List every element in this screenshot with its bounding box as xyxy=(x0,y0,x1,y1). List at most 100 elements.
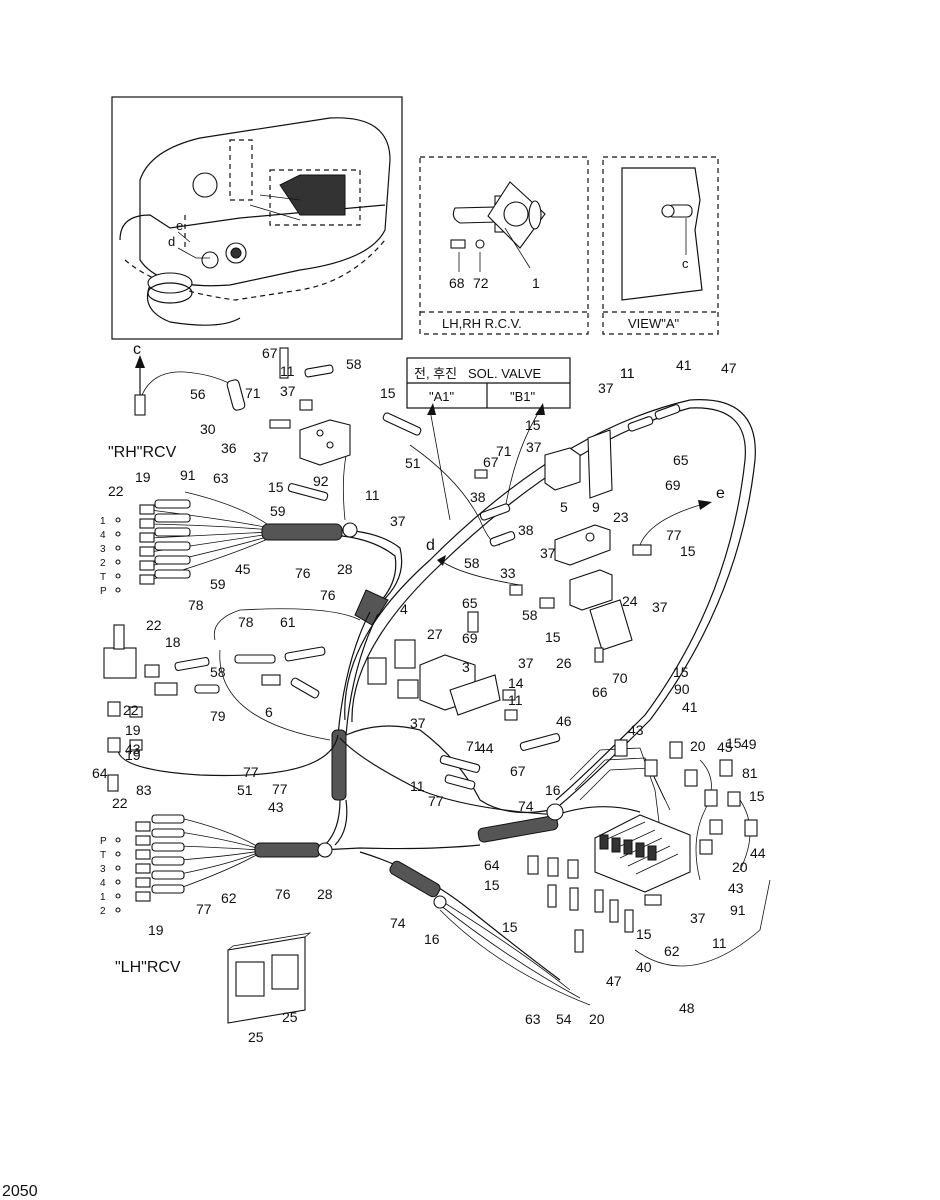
components xyxy=(103,347,758,1024)
part-number: 15 xyxy=(680,543,696,559)
part-number: 15 xyxy=(525,417,541,433)
part-number: 67 xyxy=(510,763,526,779)
sol-valve-a1: "A1" xyxy=(429,389,455,404)
page-number: 2050 xyxy=(2,1183,38,1200)
part-number: 71 xyxy=(466,738,482,754)
part-number: 45 xyxy=(717,739,733,755)
part-number: 37 xyxy=(540,545,556,561)
part-number: 71 xyxy=(245,385,261,401)
part-number: 67 xyxy=(483,454,499,470)
part-number: 59 xyxy=(270,503,286,519)
part-number: 36 xyxy=(221,440,237,456)
part-number: 25 xyxy=(248,1029,264,1045)
part-number: 11 xyxy=(712,935,727,951)
rcv-box-caption: LH,RH R.C.V. xyxy=(442,316,522,331)
view-box-caption: VIEW"A" xyxy=(628,316,680,331)
part-number: 44 xyxy=(750,845,766,861)
part-number: 43 xyxy=(628,722,644,738)
part-number: 67 xyxy=(262,345,278,361)
part-number: 24 xyxy=(622,593,638,609)
machine-inset xyxy=(111,96,403,340)
part-number: 15 xyxy=(380,385,396,401)
arrow-letter-e: e xyxy=(716,485,725,502)
part-number: 20 xyxy=(589,1011,605,1027)
port-label: 1 xyxy=(100,892,106,903)
part-number: 74 xyxy=(390,915,406,931)
part-number: 65 xyxy=(462,595,478,611)
part-number: 19 xyxy=(148,922,164,938)
part-number: 15 xyxy=(726,735,742,751)
port-label: 1 xyxy=(100,516,106,527)
part-number: 27 xyxy=(427,626,443,642)
part-number: 37 xyxy=(690,910,706,926)
part-number: 59 xyxy=(210,576,226,592)
part-number: 11 xyxy=(410,778,425,794)
part-number: 63 xyxy=(213,470,229,486)
part-number: 91 xyxy=(180,467,196,483)
part-number: 51 xyxy=(237,782,253,798)
port-label: T xyxy=(100,572,106,583)
part-number: 30 xyxy=(200,421,216,437)
part-number: 65 xyxy=(673,452,689,468)
port-label: P xyxy=(100,586,107,597)
part-number: 22 xyxy=(108,483,124,499)
hose-lines xyxy=(117,355,771,1006)
part-number: 58 xyxy=(464,555,480,571)
part-number: 19 xyxy=(135,469,151,485)
part-number: 77 xyxy=(243,764,259,780)
part-number: 58 xyxy=(522,607,538,623)
part-number: 33 xyxy=(500,565,516,581)
sol-valve-b1: "B1" xyxy=(510,389,536,404)
view-a-box xyxy=(602,156,719,335)
part-number: 43 xyxy=(728,880,744,896)
part-number: 62 xyxy=(221,890,237,906)
arrow-letter-c: c xyxy=(133,341,141,358)
part-number: 9 xyxy=(592,499,600,515)
part-number: 49 xyxy=(741,736,757,752)
part-number: 83 xyxy=(136,782,152,798)
part-number: 72 xyxy=(473,275,489,291)
port-label: 3 xyxy=(100,864,106,875)
part-number: 5 xyxy=(560,499,568,515)
lh-rcv-label: "LH"RCV xyxy=(115,959,181,976)
part-number: 58 xyxy=(210,664,226,680)
part-number: 37 xyxy=(280,383,296,399)
part-number: 79 xyxy=(210,708,226,724)
part-number: 3 xyxy=(462,659,470,675)
part-number: 15 xyxy=(636,926,652,942)
part-number: 78 xyxy=(238,614,254,630)
part-number: 25 xyxy=(282,1009,298,1025)
part-number: 16 xyxy=(424,931,440,947)
inset-letter-d: d xyxy=(168,234,175,249)
part-number: 69 xyxy=(462,630,478,646)
part-number: 77 xyxy=(428,793,444,809)
part-number: 81 xyxy=(742,765,758,781)
view-letter-c: c xyxy=(682,256,689,271)
part-number: 37 xyxy=(526,439,542,455)
port-label: 4 xyxy=(100,878,106,889)
part-number: 61 xyxy=(280,614,296,630)
part-number: 77 xyxy=(666,527,682,543)
part-number: 64 xyxy=(484,857,500,873)
part-number: 37 xyxy=(410,715,426,731)
port-label: T xyxy=(100,850,106,861)
part-number: 41 xyxy=(682,699,698,715)
part-number: 19 xyxy=(125,747,141,763)
sol-valve-box xyxy=(406,357,571,409)
part-number: 11 xyxy=(620,365,635,381)
part-number: 68 xyxy=(449,275,465,291)
part-number: 1 xyxy=(532,275,540,291)
part-number: 41 xyxy=(676,357,692,373)
part-number: 15 xyxy=(749,788,765,804)
part-number: 37 xyxy=(652,599,668,615)
part-number: 92 xyxy=(313,473,329,489)
part-number: 38 xyxy=(470,489,486,505)
part-number: 15 xyxy=(268,479,284,495)
port-label: P xyxy=(100,836,107,847)
part-number: 28 xyxy=(337,561,353,577)
sol-valve-korean: 전, 후진 xyxy=(414,366,457,381)
part-number: 37 xyxy=(253,449,269,465)
part-number: 78 xyxy=(188,597,204,613)
part-number: 11 xyxy=(620,365,635,381)
part-number: 26 xyxy=(556,655,572,671)
